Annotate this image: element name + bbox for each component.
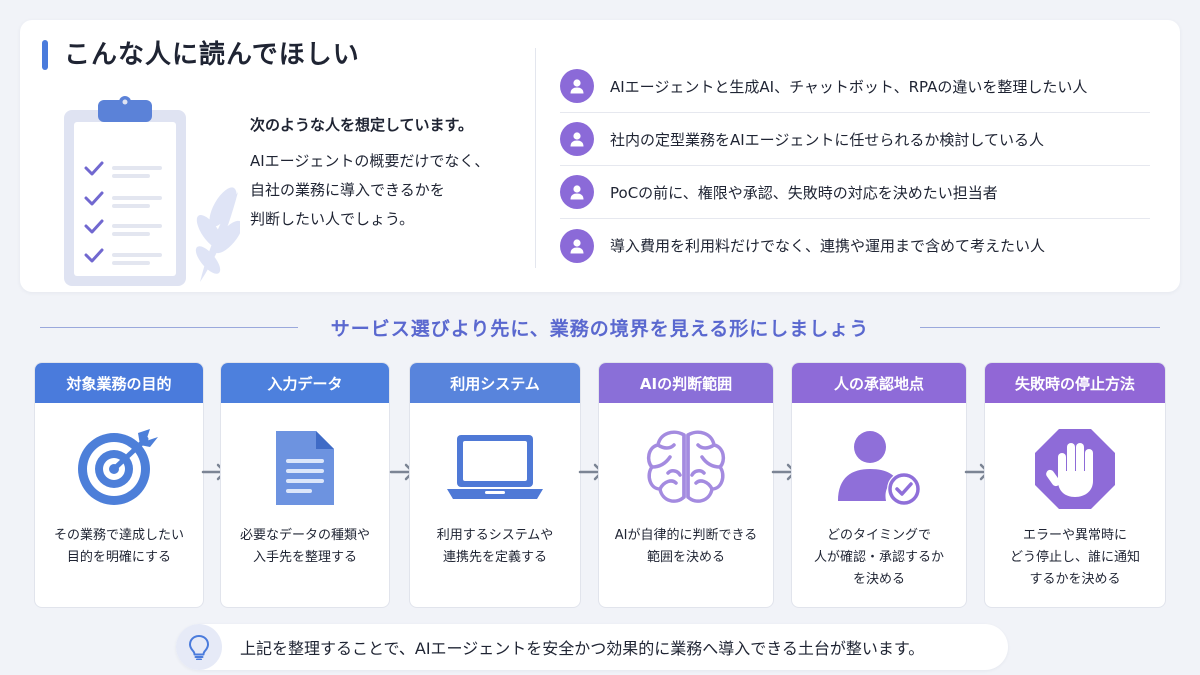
user-icon xyxy=(560,122,594,156)
desc-line: 入手先を整理する xyxy=(252,550,357,565)
list-item: AIエージェントと生成AI、チャットボット、RPAの違いを整理したい人 xyxy=(560,60,1150,113)
stop-hand-icon xyxy=(985,427,1165,511)
persona-text: AIエージェントと生成AI、チャットボット、RPAの違いを整理したい人 xyxy=(610,77,1088,96)
intro-line: 判断したい人でしょう。 xyxy=(250,210,415,228)
step-header: 対象業務の目的 xyxy=(35,363,203,403)
desc-line: 利用するシステムや xyxy=(436,528,554,543)
step-card-ai-scope: AIの判断範囲 AIが自律的に判断できる 範囲を決める xyxy=(598,362,774,608)
user-check-icon xyxy=(792,427,966,507)
desc-line: を決める xyxy=(852,572,905,587)
step-header: 人の承認地点 xyxy=(792,363,966,403)
list-item: 導入費用を利用料だけでなく、連携や運用まで含めて考えたい人 xyxy=(560,219,1150,272)
desc-line: どう停止し、誰に通知 xyxy=(1009,550,1140,565)
step-header: AIの判断範囲 xyxy=(599,363,773,403)
step-description: 利用するシステムや 連携先を定義する xyxy=(418,525,572,569)
step-card-stop-method: 失敗時の停止方法 エラーや異常時に どう停止し、誰に通知 するかを決める xyxy=(984,362,1166,608)
target-reader-card: こんな人に読んでほしい xyxy=(20,20,1180,292)
persona-text: PoCの前に、権限や承認、失敗時の対応を決めたい担当者 xyxy=(610,183,998,202)
persona-text: 導入費用を利用料だけでなく、連携や運用まで含めて考えたい人 xyxy=(610,237,1046,255)
desc-line: 目的を明確にする xyxy=(66,550,172,565)
desc-line: 人が確認・承認するか xyxy=(813,550,944,565)
intro-line: 自社の業務に導入できるかを xyxy=(250,181,445,199)
step-description: 必要なデータの種類や 入手先を整理する xyxy=(229,525,381,569)
section-divider-right xyxy=(920,327,1160,328)
step-card-purpose: 対象業務の目的 その業務で達成したい 目的を明確にする xyxy=(34,362,204,608)
desc-line: どのタイミングで xyxy=(826,528,931,543)
target-icon xyxy=(35,427,203,507)
step-description: どのタイミングで 人が確認・承認するか を決める xyxy=(800,525,958,591)
desc-line: エラーや異常時に xyxy=(1022,528,1127,543)
desc-line: 連携先を定義する xyxy=(442,550,547,565)
section-divider-left xyxy=(40,327,298,328)
step-card-input-data: 入力データ 必要なデータの種類や 入手先を整理する xyxy=(220,362,390,608)
desc-line: その業務で達成したい xyxy=(53,528,184,543)
user-icon xyxy=(560,175,594,209)
summary-tip: 上記を整理することで、AIエージェントを安全かつ効果的に業務へ導入できる土台が整… xyxy=(176,624,1008,670)
vertical-divider xyxy=(535,48,536,268)
step-card-human-approval: 人の承認地点 どのタイミングで 人が確認・承認するか を決める xyxy=(791,362,967,608)
laptop-icon xyxy=(410,427,580,505)
intro-line: AIエージェントの概要だけでなく、 xyxy=(250,152,490,170)
step-description: エラーや異常時に どう停止し、誰に通知 するかを決める xyxy=(993,525,1157,591)
persona-text: 社内の定型業務をAIエージェントに任せられるか検討している人 xyxy=(610,130,1044,149)
desc-line: 範囲を決める xyxy=(646,550,725,565)
step-header: 失敗時の停止方法 xyxy=(985,363,1165,403)
title-accent-bar xyxy=(42,40,48,70)
step-description: その業務で達成したい 目的を明確にする xyxy=(43,525,195,569)
desc-line: AIが自律的に判断できる xyxy=(614,528,758,543)
brain-icon xyxy=(599,427,773,507)
lightbulb-icon xyxy=(176,624,222,670)
intro-text-block: 次のような人を想定しています。 AIエージェントの概要だけでなく、 自社の業務に… xyxy=(250,114,540,234)
document-icon xyxy=(221,427,389,509)
intro-heading: 次のような人を想定しています。 xyxy=(250,116,474,134)
desc-line: 必要なデータの種類や xyxy=(239,528,370,543)
step-header: 利用システム xyxy=(410,363,580,403)
step-description: AIが自律的に判断できる 範囲を決める xyxy=(607,525,765,569)
step-header: 入力データ xyxy=(221,363,389,403)
user-icon xyxy=(560,228,594,263)
list-item: 社内の定型業務をAIエージェントに任せられるか検討している人 xyxy=(560,113,1150,166)
page-title: こんな人に読んでほしい xyxy=(64,40,360,70)
section-title: サービス選びより先に、業務の境界を見える形にしましょう xyxy=(330,318,870,340)
desc-line: するかを決める xyxy=(1029,572,1121,587)
list-item: PoCの前に、権限や承認、失敗時の対応を決めたい担当者 xyxy=(560,166,1150,219)
persona-list: AIエージェントと生成AI、チャットボット、RPAの違いを整理したい人 社内の定… xyxy=(560,60,1150,272)
clipboard-checklist-icon xyxy=(60,92,243,296)
user-icon xyxy=(560,69,594,103)
step-card-systems: 利用システム 利用するシステムや 連携先を定義する xyxy=(409,362,581,608)
tip-text: 上記を整理することで、AIエージェントを安全かつ効果的に業務へ導入できる土台が整… xyxy=(240,639,925,658)
